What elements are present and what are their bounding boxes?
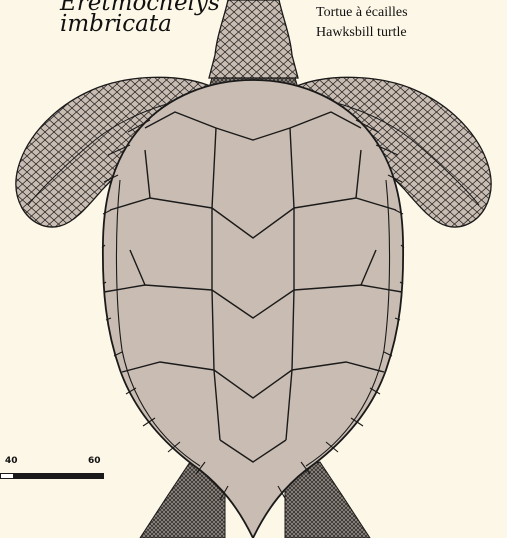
scientific-name-line2: imbricata (60, 13, 172, 36)
common-name-english: Hawksbill turtle (316, 26, 407, 40)
carapace (103, 80, 403, 538)
scale-label-left: 40 (5, 456, 18, 466)
scale-bar (0, 472, 104, 480)
common-name-french: Tortue à écailles (316, 6, 408, 20)
turtle-head (209, 0, 298, 78)
scale-label-right: 60 (88, 456, 101, 466)
